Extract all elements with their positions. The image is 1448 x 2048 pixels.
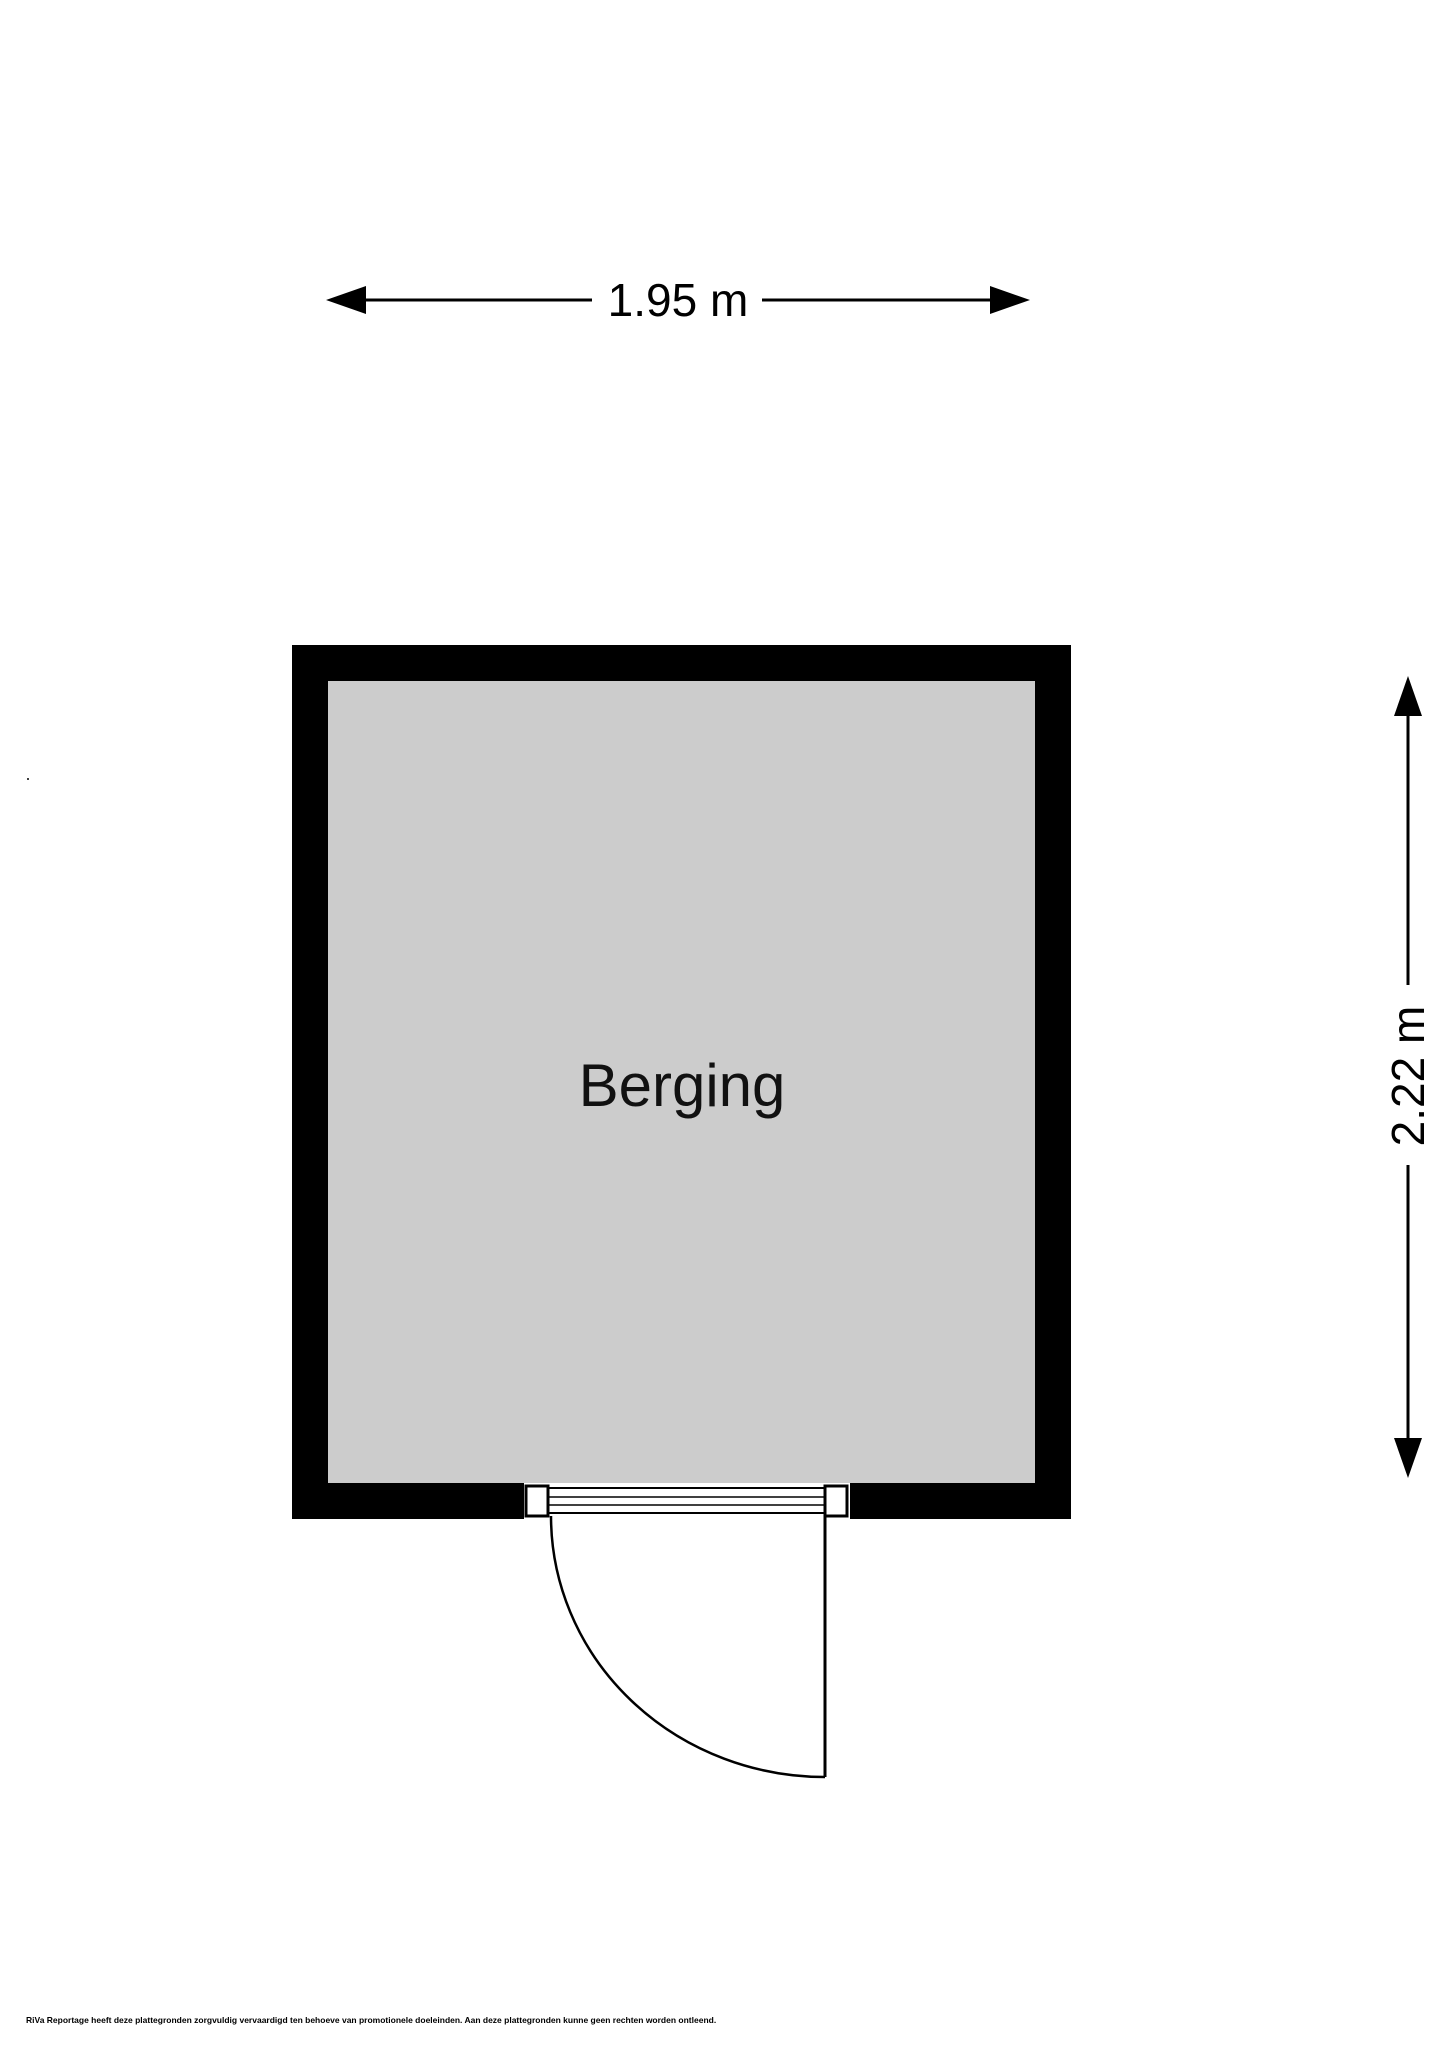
width-dimension-label: 1.95 m <box>608 274 749 326</box>
arrow-up-icon <box>1394 676 1422 716</box>
arrow-right-icon <box>990 286 1030 314</box>
height-dimension: 2.22 m <box>1382 676 1434 1478</box>
arrow-down-icon <box>1394 1438 1422 1478</box>
height-dimension-label: 2.22 m <box>1382 1006 1434 1147</box>
door <box>524 1484 849 1779</box>
arrow-left-icon <box>326 286 366 314</box>
door-frame-left <box>524 1484 550 1518</box>
room-label: Berging <box>579 1052 786 1119</box>
door-swing-arc <box>549 1515 826 1779</box>
room-floor <box>328 681 1035 1483</box>
stray-dot <box>27 778 29 780</box>
door-frame-right <box>823 1484 849 1518</box>
width-dimension: 1.95 m <box>326 274 1030 326</box>
footer-disclaimer: RiVa Reportage heeft deze plattegronden … <box>26 2015 717 2025</box>
room-berging: Berging <box>292 645 1071 1519</box>
